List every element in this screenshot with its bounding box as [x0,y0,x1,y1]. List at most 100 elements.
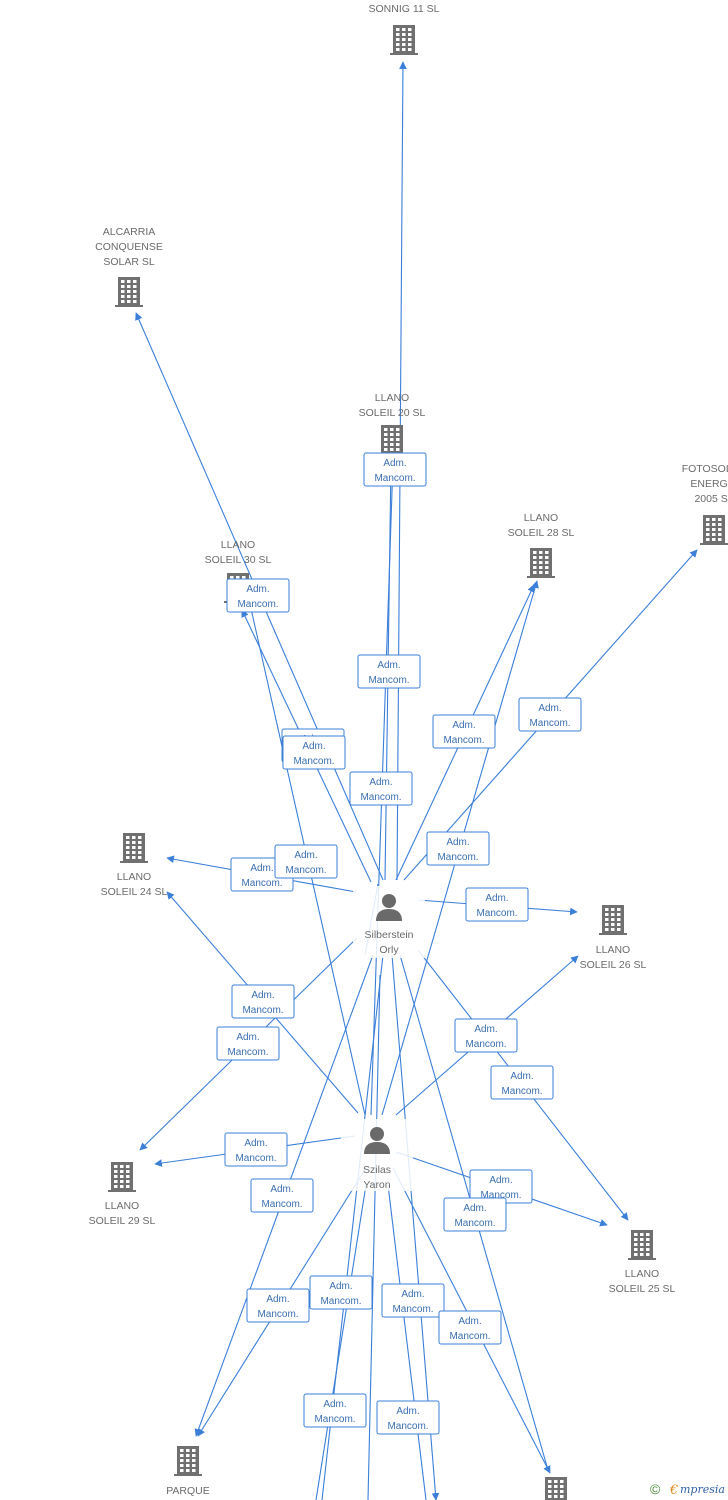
badge-silberstein-llano26[interactable]: Adm. Mancom. [465,887,529,922]
badge-szilas-llano29[interactable]: Adm.Mancom. [224,1132,288,1167]
relation-badge-box [216,1026,280,1061]
relation-role: Adm. [463,1203,486,1214]
relation-type: Mancom. [242,1005,283,1016]
relation-role: Adm. [270,1184,293,1195]
person-szilas-icon[interactable] [364,1127,390,1154]
relation-type: Mancom. [529,718,570,729]
relation-role: Adm. [377,660,400,671]
relation-type: Mancom. [443,735,484,746]
company-bottom-icon[interactable] [542,1477,570,1500]
badge-silberstein-fotosolar[interactable]: Adm.Mancom. [518,697,582,732]
relation-role: Adm. [383,458,406,469]
relation-type: Mancom. [501,1086,542,1097]
badge-silberstein-bottom[interactable]: Adm.Mancom. [381,1283,445,1318]
label-line: LLANO [524,512,558,524]
relation-type: Mancom. [285,865,326,876]
company-llano25-icon[interactable] [628,1230,656,1260]
relation-role: Adm. [485,893,508,904]
badge-szilas-llano30[interactable]: Adm.Mancom. [282,735,346,770]
label-line: SOLAR SL [103,256,155,268]
relation-badge-box [224,1132,288,1167]
relation-role: Adm. [401,1289,424,1300]
badge-silberstein-llano20[interactable]: Adm.Mancom. [363,452,427,487]
badge-silberstein-llano28[interactable]: Adm.Mancom. [432,714,496,749]
relation-badge-box [226,578,290,613]
company-llano24-icon[interactable] [120,833,148,863]
copyright-symbol: © [650,1481,661,1497]
relation-type: Mancom. [314,1414,355,1425]
relation-badge-box [381,1283,445,1318]
label-line: SOLEIL 20 SL [359,407,426,419]
relation-badge-box [465,887,529,922]
badge-szilas-llano26[interactable]: Adm.Mancom. [454,1018,518,1053]
label-line: ENERGIA [690,478,728,490]
badge-extra-3[interactable]: Adm.Mancom. [438,1310,502,1345]
label-line: 2005 SL [694,493,728,505]
relation-type: Mancom. [454,1218,495,1229]
badge-silberstein-llano29[interactable]: Adm.Mancom. [231,984,295,1019]
relation-type: Mancom. [476,908,517,919]
badge-szilas-parque[interactable]: Adm.Mancom. [246,1288,310,1323]
badge-szilas-llano20[interactable]: Adm.Mancom. [357,654,421,689]
badge-szilas-llano24[interactable]: Adm.Mancom. [216,1026,280,1061]
relation-type: Mancom. [387,1421,428,1432]
person-silberstein-icon[interactable] [376,894,402,921]
edge-extra-1[interactable] [387,1184,427,1500]
badge-silberstein-llano30[interactable]: Adm.Mancom. [226,578,290,613]
relation-badge-box [363,452,427,487]
label-line: Silberstein [364,929,413,941]
badge-szilas-bottom[interactable]: Adm. Mancom. [443,1197,507,1232]
relation-badge-box [231,984,295,1019]
badge-extra-5[interactable]: Adm.Mancom. [349,771,413,806]
relation-type: Mancom. [320,1296,361,1307]
company-fotosolar-icon[interactable] [700,515,728,545]
company-llano29-icon[interactable] [108,1162,136,1192]
company-parque-icon[interactable] [174,1446,202,1476]
label-line: FOTOSOLAR [682,463,728,475]
relation-type: Mancom. [360,792,401,803]
company-llano26-icon[interactable] [599,905,627,935]
edge-extra-0[interactable] [315,1184,367,1500]
label-line: LLANO [625,1268,659,1280]
relation-badge-box [246,1288,310,1323]
company-llano28-icon[interactable] [527,548,555,578]
relation-badge-box [443,1197,507,1232]
company-sonnig11-label: SONNIG 11 SL [369,3,440,15]
company-llano20-icon[interactable] [378,425,406,455]
relation-type: Mancom. [293,756,334,767]
relation-badge-box [349,771,413,806]
relation-badge-box [454,1018,518,1053]
badge-silberstein-parque[interactable]: Adm.Mancom. [250,1178,314,1213]
edge-extra-5[interactable] [367,974,381,1500]
company-fotosolar-label: FOTOSOLAR ENERGIA 2005 SL [682,463,728,505]
badge-extra-0[interactable]: Adm.Mancom. [303,1393,367,1428]
badge-extra-4[interactable]: Adm.Mancom. [274,844,338,879]
company-llano29-label: LLANO SOLEIL 29 SL [89,1200,156,1227]
relation-badge-box [357,654,421,689]
label-line: LLANO [117,871,151,883]
badge-silberstein-llano25[interactable]: Adm.Mancom. [490,1065,554,1100]
company-alcarria-icon[interactable] [115,277,143,307]
label-line: LLANO [596,944,630,956]
relation-role: Adm. [489,1175,512,1186]
label-line: SOLEIL 29 SL [89,1215,156,1227]
relation-badge-box [274,844,338,879]
label-line: Szilas [363,1164,391,1176]
label-line: Yaron [363,1179,390,1191]
label-line: LLANO [105,1200,139,1212]
badge-extra-1[interactable]: Adm.Mancom. [376,1400,440,1435]
badge-szilas-llano28[interactable]: Adm.Mancom. [426,831,490,866]
relation-role: Adm. [244,1138,267,1149]
badge-extra-2[interactable]: Adm.Mancom. [309,1275,373,1310]
empresia-watermark: © € mpresia [650,1481,725,1498]
company-sonnig11-icon[interactable] [390,25,418,55]
relation-type: Mancom. [437,852,478,863]
